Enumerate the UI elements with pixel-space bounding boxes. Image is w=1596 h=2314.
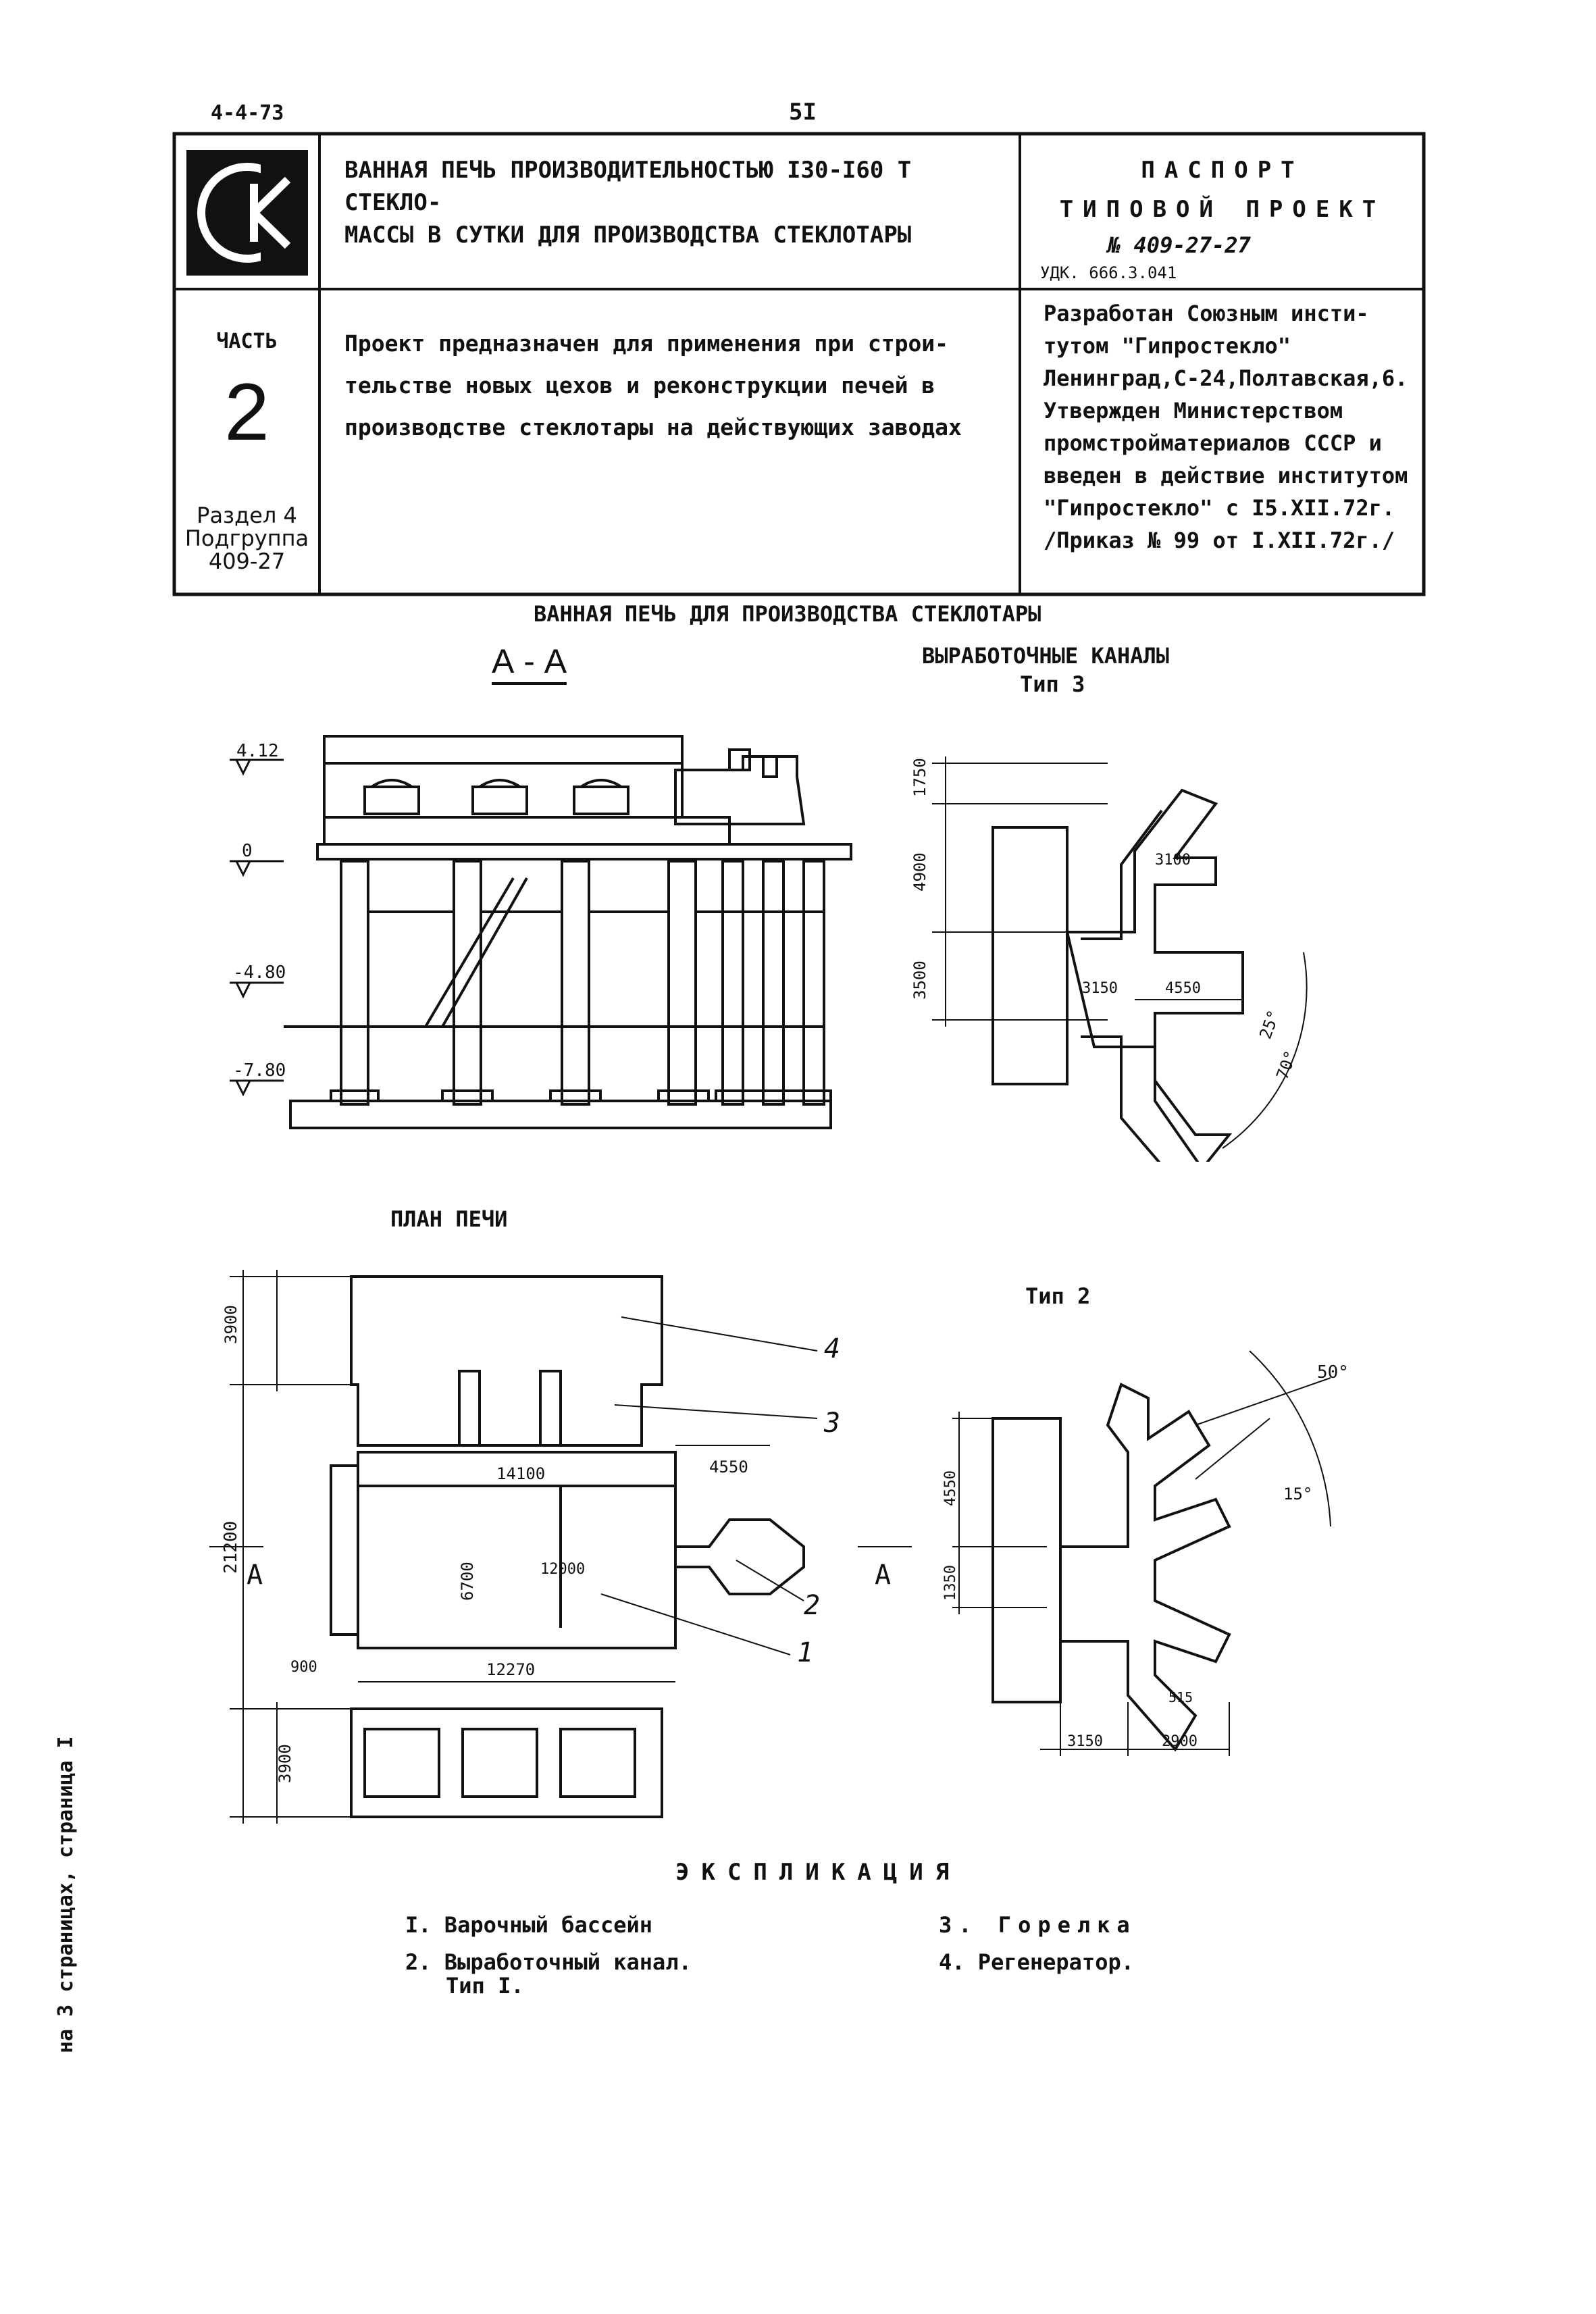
type2-channel-drawing: 50° 15° 4550 1350 515 3150 2900 bbox=[942, 1350, 1349, 1756]
dim-label: 4550 bbox=[709, 1458, 748, 1476]
section-a-a-drawing: 4.12 0 -4.80 -7.80 bbox=[230, 735, 852, 1129]
dim-label: 3900 bbox=[276, 1744, 294, 1783]
document-title: ВАННАЯ ПЕЧЬ ПРОИЗВОДИТЕЛЬНОСТЬЮ I30-I60 … bbox=[344, 154, 1006, 251]
legend-item-1: I. Варочный бассейн bbox=[405, 1912, 653, 1938]
cut-mark-left: А bbox=[247, 1560, 263, 1591]
section-info: Раздел 4 Подгруппа 409-27 bbox=[174, 504, 319, 573]
level-label: -4.80 bbox=[233, 962, 286, 983]
legend-item-3: 3. Горелка bbox=[939, 1912, 1137, 1938]
part-label: ЧАСТЬ bbox=[216, 330, 278, 353]
part-number: 2 bbox=[224, 367, 269, 457]
section-label: А - А bbox=[492, 642, 567, 685]
developer-line: промстройматериалов СССР и bbox=[1044, 430, 1382, 456]
description-line: Проект предназначен для применения при с… bbox=[344, 330, 949, 357]
developer-line: Утвержден Министерством bbox=[1044, 398, 1343, 423]
title-block-frame bbox=[172, 132, 1426, 596]
dim-label: 3150 bbox=[1067, 1733, 1103, 1750]
dim-label: 1750 bbox=[910, 758, 929, 797]
plan-mark-1: 1 bbox=[797, 1637, 813, 1668]
passport-label: ПАСПОРТ bbox=[1141, 157, 1304, 184]
institute-logo bbox=[186, 150, 308, 276]
main-caption: ВАННАЯ ПЕЧЬ ДЛЯ ПРОИЗВОДСТВА СТЕКЛОТАРЫ bbox=[534, 601, 1041, 627]
title-line-1: ВАННАЯ ПЕЧЬ ПРОИЗВОДИТЕЛЬНОСТЬЮ I30-I60 … bbox=[344, 157, 912, 216]
dim-label: 4550 bbox=[1165, 980, 1201, 997]
dim-label: 515 bbox=[1168, 1689, 1193, 1705]
developer-line: "Гипростекло" с I5.XII.72г. bbox=[1044, 495, 1395, 521]
dim-label: 3150 bbox=[1082, 980, 1118, 997]
developer-line: Ленинград,С-24,Полтавская,6. bbox=[1044, 365, 1408, 391]
type2-caption: Тип 2 bbox=[1025, 1283, 1091, 1309]
legend-item-2: 2. Выработочный канал. bbox=[405, 1949, 692, 1975]
dim-label: 4900 bbox=[910, 852, 929, 892]
type3-caption: Тип 3 bbox=[1020, 671, 1085, 697]
developer-line: Разработан Союзным инсти- bbox=[1044, 301, 1369, 326]
dim-label: 900 bbox=[290, 1659, 317, 1676]
channels-caption: ВЫРАБОТОЧНЫЕ КАНАЛЫ bbox=[922, 643, 1170, 669]
level-label: -7.80 bbox=[233, 1060, 286, 1081]
legend-item-2-type: Тип I. bbox=[446, 1973, 524, 1999]
dim-label: 12270 bbox=[486, 1660, 535, 1679]
legend-item-4: 4. Регенератор. bbox=[939, 1949, 1134, 1975]
angle-label: 15° bbox=[1283, 1485, 1312, 1503]
dim-label: 6700 bbox=[458, 1562, 477, 1601]
dim-label: 3900 bbox=[222, 1305, 240, 1344]
dim-label: 21200 bbox=[221, 1521, 241, 1574]
developer-info: Разработан Союзным инсти- тутом "Гипрост… bbox=[1044, 297, 1422, 557]
description-line: тельстве новых цехов и реконструкции печ… bbox=[344, 372, 935, 398]
dim-label: 2900 bbox=[1162, 1733, 1198, 1750]
side-note: на 3 страницах, страница I bbox=[54, 1736, 78, 2053]
developer-line: тутом "Гипростекло" bbox=[1044, 333, 1291, 359]
angle-label: 25° bbox=[1256, 1008, 1283, 1042]
udk-code: УДК. 666.3.041 bbox=[1040, 263, 1177, 282]
page-number: 5I bbox=[789, 99, 817, 126]
developer-line: введен в действие институтом bbox=[1044, 463, 1408, 488]
subgroup-label: Подгруппа bbox=[184, 525, 309, 551]
level-label: 0 bbox=[242, 841, 253, 861]
furnace-plan-drawing: 3900 21200 14100 4550 6700 12000 900 122… bbox=[209, 1270, 912, 1824]
dim-label: 3500 bbox=[910, 960, 929, 1000]
description-line: производстве стеклотары на действующих з… bbox=[344, 414, 962, 440]
subgroup-number: 409-27 bbox=[208, 548, 286, 574]
project-description: Проект предназначен для применения при с… bbox=[344, 323, 1013, 448]
title-line-2: МАССЫ В СУТКИ ДЛЯ ПРОИЗВОДСТВА СТЕКЛОТАР… bbox=[344, 222, 912, 249]
dim-label: 12000 bbox=[540, 1561, 585, 1578]
plan-mark-2: 2 bbox=[804, 1590, 820, 1621]
dim-label: 3100 bbox=[1155, 852, 1191, 869]
legend-title: ЭКСПЛИКАЦИЯ bbox=[675, 1859, 962, 1886]
project-number: № 409-27-27 bbox=[1108, 232, 1251, 258]
angle-label: 50° bbox=[1317, 1362, 1349, 1383]
plan-mark-4: 4 bbox=[824, 1333, 840, 1364]
type3-channel-drawing: 1750 4900 3500 3100 3150 4550 25° 70° bbox=[910, 756, 1308, 1162]
plan-mark-3: 3 bbox=[823, 1408, 840, 1439]
project-type: ТИПОВОЙ ПРОЕКТ bbox=[1059, 196, 1386, 223]
cut-mark-right: А bbox=[875, 1560, 891, 1591]
section-label: Раздел 4 bbox=[197, 503, 297, 528]
angle-label: 70° bbox=[1272, 1048, 1300, 1082]
level-label: 4.12 bbox=[236, 741, 279, 761]
sheet-code: 4-4-73 bbox=[211, 101, 284, 125]
dim-label: 14100 bbox=[496, 1464, 545, 1483]
dim-label: 4550 bbox=[942, 1470, 959, 1506]
dim-label: 1350 bbox=[942, 1565, 959, 1601]
plan-caption: ПЛАН ПЕЧИ bbox=[390, 1206, 508, 1232]
developer-line: /Приказ № 99 от I.XII.72г./ bbox=[1044, 528, 1395, 553]
